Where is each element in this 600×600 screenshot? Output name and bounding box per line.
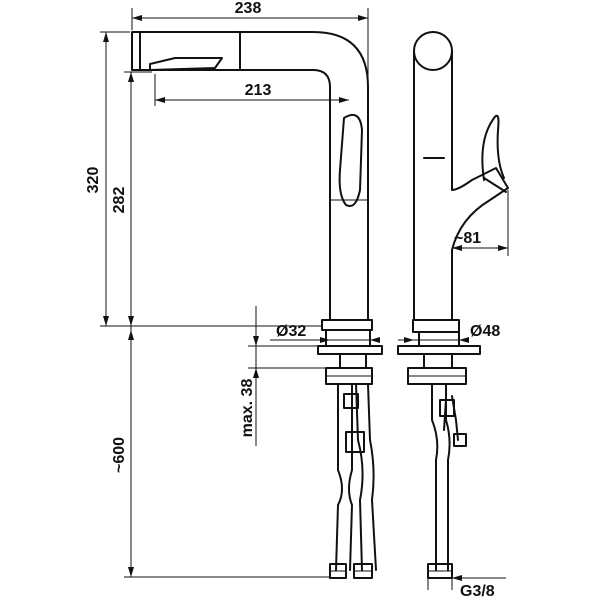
dimension-label-213: 213 [245,82,272,99]
dimension-overall-height: 320 [85,31,130,326]
dimension-label-d32: Ø32 [276,323,306,340]
side-lever [481,114,505,181]
base-ring [325,329,371,347]
mount-shank [339,353,367,369]
front-view-faucet [131,31,383,579]
side-mount-shank [423,353,453,369]
spray-head [131,31,141,71]
dimension-spout-reach: 213 [154,74,349,106]
dimension-label-d48: Ø48 [470,323,500,340]
side-base-ring [412,319,460,333]
base-ring-upper [321,319,373,331]
side-base-collar [418,331,460,347]
spout-arm [139,31,369,321]
spray-nozzle [149,57,223,71]
base-plate [317,345,383,355]
dimension-label-238: 238 [235,0,262,17]
supply-hose-right [355,383,377,571]
dimension-label-320: 320 [85,167,102,194]
dimension-label-282: 282 [111,187,128,214]
dimension-label-g38: G3/8 [460,583,495,600]
dimension-label-600: ~600 [111,437,128,473]
supply-hose-left [335,383,353,571]
dimension-overall-width: 238 [131,0,369,84]
dimension-label-81: ~81 [454,230,481,247]
side-body [413,50,509,321]
dimension-base-side: Ø48 [398,323,500,343]
dimension-hose-length: ~600 [111,326,330,578]
lever-handle [338,114,363,207]
side-hose [431,383,451,571]
side-view-faucet [397,31,509,579]
dimension-thread: G3/8 [427,566,506,600]
dimension-base-front: Ø32 [270,323,380,343]
spout-head-circle [413,31,453,71]
dimension-spout-height: 282 [111,71,152,326]
dimension-handle-offset: ~81 [452,190,509,256]
side-base-plate [397,345,481,355]
dimension-label-max38: max. 38 [239,379,256,438]
dimension-max-counter: max. 38 [239,306,326,446]
